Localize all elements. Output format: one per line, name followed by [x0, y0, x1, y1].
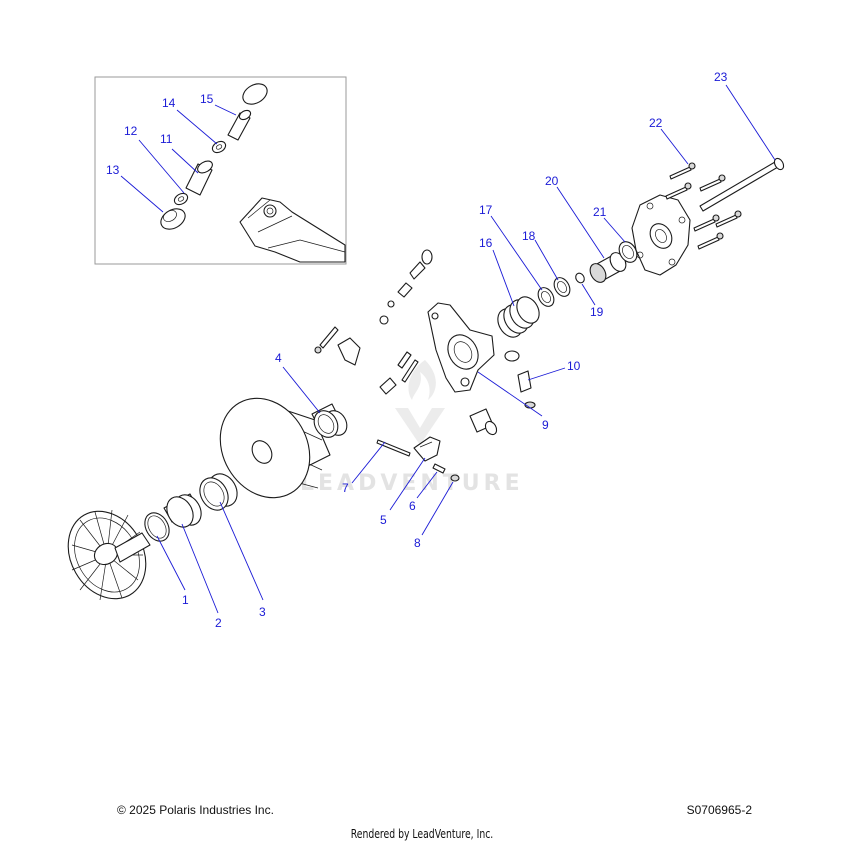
- part-10-roller: [504, 350, 536, 409]
- inset-detail-frame: [94, 76, 347, 265]
- callout-10[interactable]: 10: [567, 359, 581, 373]
- part-18-washer: [553, 277, 571, 297]
- part-22-bolts: [665, 162, 742, 250]
- callout-17[interactable]: 17: [479, 203, 493, 217]
- roller-arm: [337, 337, 361, 366]
- callout-5[interactable]: 5: [380, 513, 387, 527]
- part-5-weight: [413, 436, 441, 462]
- part-16-spring: [497, 296, 540, 338]
- inset-clutch-arm: [239, 197, 346, 263]
- copyright-text: © 2025 Polaris Industries Inc.: [117, 803, 274, 817]
- callout-18[interactable]: 18: [522, 229, 536, 243]
- callout-21[interactable]: 21: [593, 205, 607, 219]
- part-11-bushing: [185, 160, 213, 196]
- part-1-seal-ring: [144, 512, 170, 542]
- small-bolt: [314, 326, 339, 354]
- part-4-bushing: [311, 403, 348, 438]
- rendered-by-text: Rendered by LeadVenture, Inc.: [350, 827, 494, 841]
- small-roller-stack: [379, 249, 433, 325]
- part-12-washer: [173, 192, 189, 206]
- cover-plate: [631, 194, 691, 276]
- part-8-nut: [450, 474, 460, 482]
- part-2-bushing: [163, 493, 202, 528]
- moveable-sheave: [219, 397, 331, 499]
- callout-22[interactable]: 22: [649, 116, 663, 130]
- callout-19[interactable]: 19: [590, 305, 604, 319]
- pivot-bolt: [469, 408, 498, 436]
- callout-6[interactable]: 6: [409, 499, 416, 513]
- callout-23[interactable]: 23: [714, 70, 728, 84]
- part-14-washer: [211, 140, 227, 154]
- callout-13[interactable]: 13: [106, 163, 120, 177]
- part-15-cap: [242, 83, 268, 105]
- leadventure-watermark: LEADVENTURE: [300, 360, 524, 496]
- part-23-long-bolt: [699, 157, 785, 212]
- callout-14[interactable]: 14: [162, 96, 176, 110]
- callout-11[interactable]: 11: [160, 132, 173, 146]
- pin-rod: [397, 351, 419, 383]
- callout-1[interactable]: 1: [182, 593, 189, 607]
- callout-16[interactable]: 16: [479, 236, 493, 250]
- callout-12[interactable]: 12: [124, 124, 138, 138]
- diagram-code: S0706965-2: [686, 803, 752, 817]
- callout-2[interactable]: 2: [215, 616, 222, 630]
- part-21-bushing: [618, 241, 638, 263]
- part-6-pin: [432, 463, 446, 474]
- callout-20[interactable]: 20: [545, 174, 559, 188]
- part-19-o-ring: [575, 272, 585, 284]
- callout-4[interactable]: 4: [275, 351, 282, 365]
- callout-9[interactable]: 9: [542, 418, 549, 432]
- part-13-cap: [160, 208, 186, 230]
- part-7-pin: [376, 439, 411, 457]
- callout-8[interactable]: 8: [414, 536, 421, 550]
- callout-7[interactable]: 7: [342, 481, 349, 495]
- callout-15[interactable]: 15: [200, 92, 214, 106]
- part-20-bushing: [589, 252, 627, 283]
- part-9-spider: [427, 302, 495, 393]
- leader-lines: [120, 84, 776, 614]
- part-15-pin: [227, 109, 252, 141]
- roller-pin: [379, 377, 397, 395]
- part-17-washer: [537, 287, 555, 307]
- callout-3[interactable]: 3: [259, 605, 266, 619]
- part-1-fan-sheave: [67, 509, 151, 601]
- callout-labels: 1 2 3 4 5 6 7 8 9 10 11 12 13 14 15 16 1…: [106, 70, 728, 630]
- watermark-text: LEADVENTURE: [300, 471, 524, 496]
